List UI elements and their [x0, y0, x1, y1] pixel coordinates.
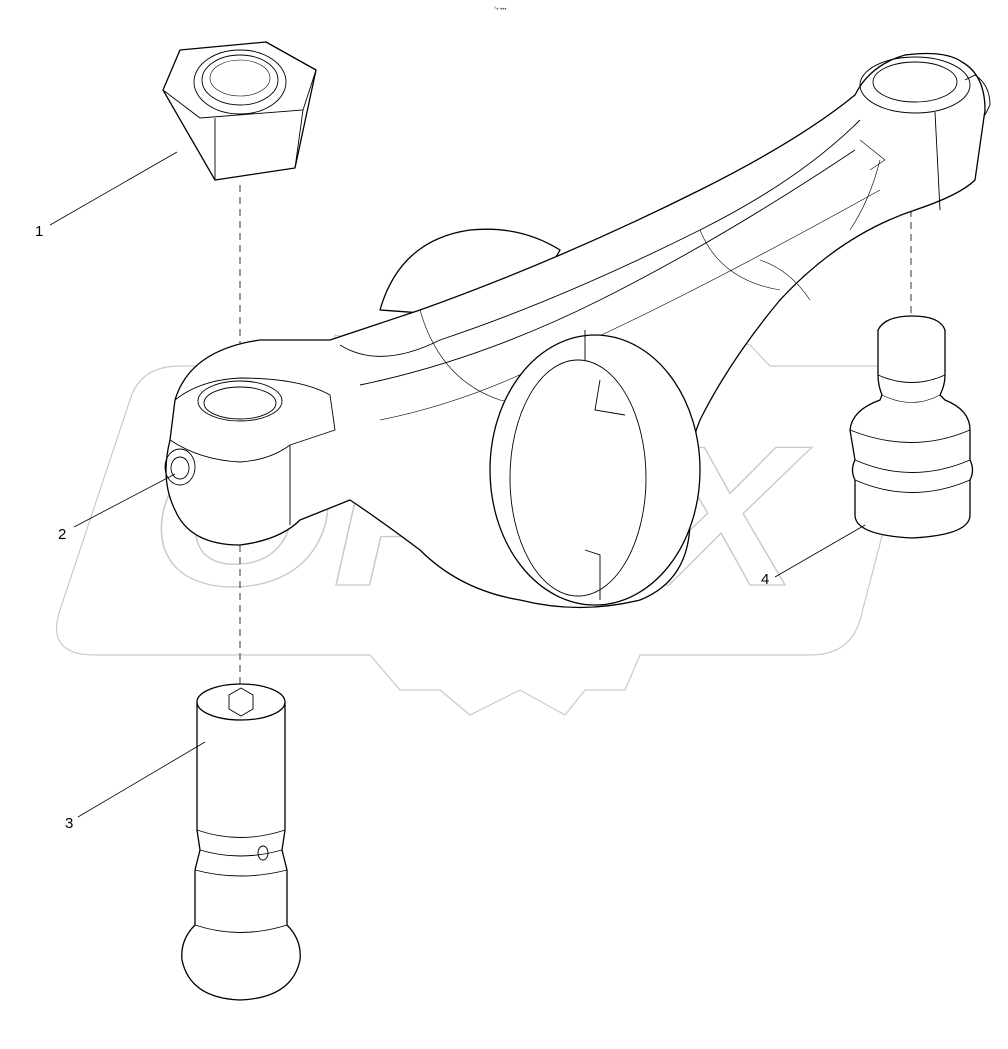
- callout-4: 4: [761, 571, 769, 588]
- valve-contact-pad: [849, 315, 974, 539]
- hex-nut: [162, 41, 317, 181]
- adjusting-screw: [181, 683, 301, 1001]
- callout-2: 2: [58, 526, 66, 543]
- callout-1: 1: [35, 223, 43, 240]
- leader-2: [73, 473, 176, 528]
- leader-1: [49, 151, 178, 226]
- leader-4: [774, 524, 866, 578]
- rocker-arm: [164, 52, 991, 609]
- callout-3: 3: [65, 815, 73, 832]
- header-mark: °• •••: [494, 7, 506, 13]
- leader-3: [77, 741, 206, 818]
